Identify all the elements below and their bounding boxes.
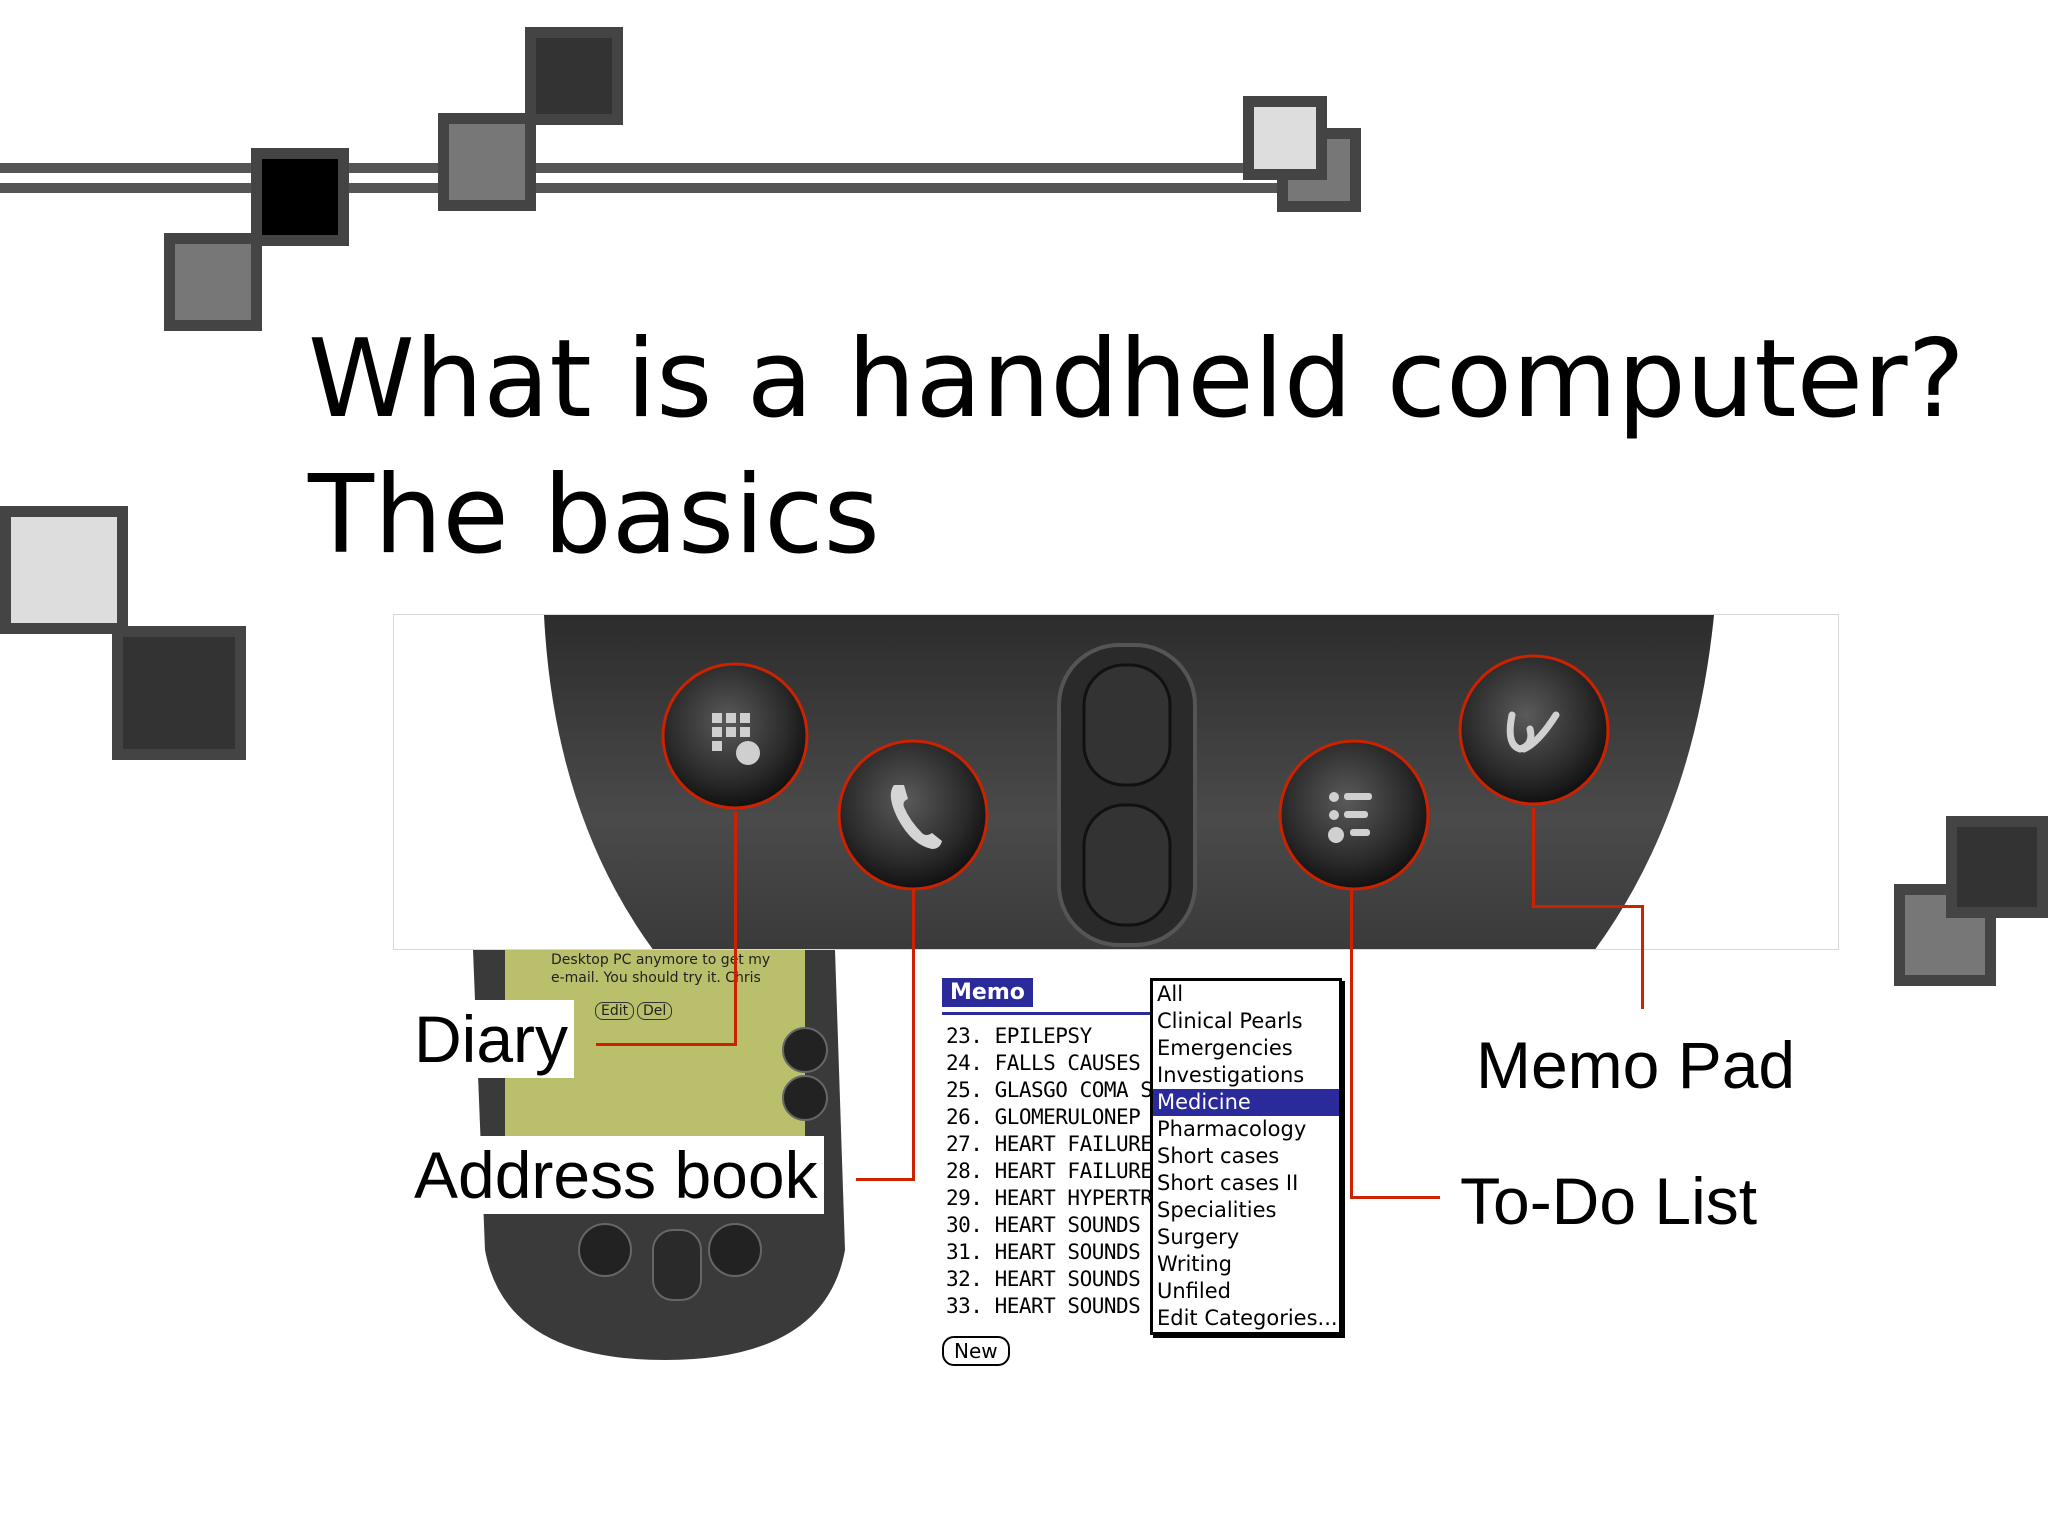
category-option[interactable]: All: [1157, 982, 1184, 1006]
slide-title: What is a handheld computer? The basics: [308, 312, 1965, 584]
category-option[interactable]: Investigations: [1157, 1063, 1305, 1087]
diary-callout-line: [596, 1043, 737, 1046]
decor-square: [164, 233, 262, 331]
memo-title-bar: Memo: [942, 978, 1152, 1015]
device-del-button: Del: [637, 1002, 673, 1020]
memo-list-item[interactable]: 26. GLOMERULONEP: [946, 1105, 1141, 1129]
todo-list-icon: [1328, 792, 1372, 843]
memo-callout-line: [1532, 905, 1644, 908]
scroll-down-button: [1082, 803, 1172, 927]
device-edit-button: Edit: [595, 1002, 635, 1020]
decor-square: [0, 506, 128, 634]
decor-bar-top: [0, 163, 1290, 173]
scroll-up-button: [1082, 663, 1172, 787]
category-option[interactable]: Specialities: [1157, 1198, 1277, 1222]
memo-callout-line: [1641, 905, 1644, 1009]
diary-callout-line: [734, 812, 737, 1046]
device-todo-button: [708, 1223, 762, 1277]
decor-square: [1243, 96, 1327, 180]
label-memo-pad: Memo Pad: [1476, 1026, 1796, 1104]
slide-title-line1: What is a handheld computer?: [308, 317, 1965, 442]
memo-app-screen: Memo 23. EPILEPSY 24. FALLS CAUSES 25. GLA…: [938, 974, 1348, 1374]
calendar-icon: [712, 713, 760, 765]
decor-bar-bottom: [0, 183, 1290, 193]
category-option[interactable]: Writing: [1157, 1252, 1232, 1276]
address-callout-line: [912, 888, 915, 1181]
device-screen-line2: e-mail. You should try it. Chris: [551, 970, 761, 986]
category-option[interactable]: Short cases: [1157, 1144, 1280, 1168]
label-diary: Diary: [408, 1000, 575, 1078]
memo-list-item[interactable]: 25. GLASGO COMA S: [946, 1078, 1153, 1102]
memo-list-item[interactable]: 31. HEART SOUNDS -: [946, 1240, 1165, 1264]
todo-callout-line: [1350, 1196, 1440, 1199]
todo-callout-line: [1350, 888, 1353, 1198]
category-option[interactable]: Pharmacology: [1157, 1117, 1307, 1141]
decor-square: [438, 113, 536, 211]
label-address-book: Address book: [408, 1136, 824, 1214]
category-option[interactable]: Medicine: [1153, 1089, 1339, 1116]
label-todo-list: To-Do List: [1460, 1162, 1758, 1240]
memo-list-item[interactable]: 29. HEART HYPERTR: [946, 1186, 1153, 1210]
device-scroll-button: [652, 1229, 702, 1301]
memo-new-button[interactable]: New: [942, 1336, 1010, 1366]
memo-pen-icon: [1506, 711, 1560, 753]
category-option[interactable]: Clinical Pearls: [1157, 1009, 1303, 1033]
memo-list-item[interactable]: 32. HEART SOUNDS -: [946, 1267, 1165, 1291]
category-option[interactable]: Surgery: [1157, 1225, 1240, 1249]
decor-square: [525, 27, 623, 125]
category-option[interactable]: Short cases II: [1157, 1171, 1299, 1195]
phone-icon: [890, 785, 942, 849]
category-option[interactable]: Emergencies: [1157, 1036, 1293, 1060]
memo-list-item[interactable]: 27. HEART FAILURE LI: [946, 1132, 1189, 1156]
device-screen-line1: Desktop PC anymore to get my: [551, 952, 771, 968]
device-buttons-graphic: [544, 615, 1714, 949]
decor-square: [251, 148, 349, 246]
memo-list-item[interactable]: 24. FALLS CAUSES: [946, 1051, 1141, 1075]
device-phone-button: [578, 1223, 632, 1277]
memo-title: Memo: [942, 978, 1033, 1007]
memo-list-item[interactable]: 28. HEART FAILURE RI: [946, 1159, 1189, 1183]
category-option[interactable]: Unfiled: [1157, 1279, 1231, 1303]
memo-pad-button: [1458, 654, 1610, 806]
memo-list-item[interactable]: 23. EPILEPSY: [946, 1024, 1092, 1048]
category-option[interactable]: Edit Categories...: [1157, 1306, 1338, 1330]
decor-square: [1946, 816, 2048, 918]
memo-callout-line: [1532, 808, 1535, 908]
device-side-button: [782, 1075, 828, 1121]
memo-list-item[interactable]: 33. HEART SOUNDS -: [946, 1294, 1165, 1318]
diary-button: [661, 662, 809, 810]
memo-list-item[interactable]: 30. HEART SOUNDS -: [946, 1213, 1165, 1237]
address-callout-line: [856, 1178, 915, 1181]
device-side-button: [782, 1027, 828, 1073]
hardware-buttons-photo: [393, 614, 1839, 950]
address-book-button: [837, 739, 989, 891]
decor-square: [112, 626, 246, 760]
todo-list-button: [1278, 739, 1430, 891]
slide-title-line2: The basics: [308, 453, 880, 578]
